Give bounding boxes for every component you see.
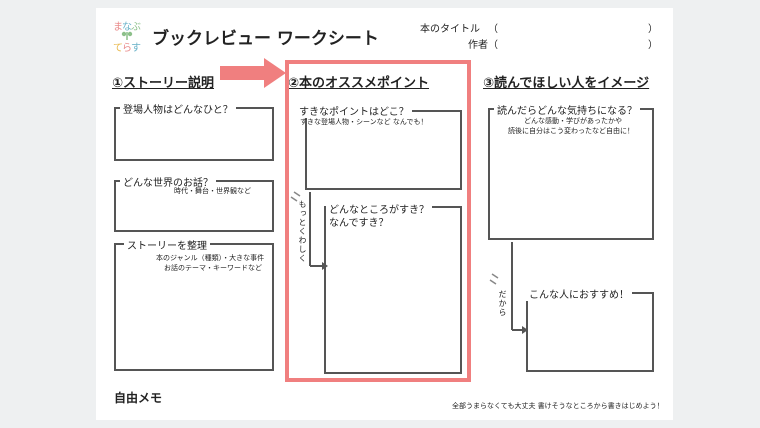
arrow-right-icon xyxy=(220,58,286,88)
story-box[interactable] xyxy=(114,243,274,371)
why-like-box[interactable] xyxy=(324,206,462,374)
page-title: ブックレビュー ワークシート xyxy=(152,29,379,49)
svg-text:な: な xyxy=(122,21,132,33)
section-story-heading: ①ストーリー説明 xyxy=(112,76,215,91)
svg-text:ら: ら xyxy=(122,42,132,54)
free-memo-label: 自由メモ xyxy=(114,391,163,405)
author-close-paren: ） xyxy=(648,40,658,51)
why-like-sublabel: なんですき？ xyxy=(326,214,392,229)
book-title-label: 本のタイトル xyxy=(420,24,480,35)
connector-arrow-more xyxy=(290,191,328,270)
connector-therefore-text: だから xyxy=(498,290,507,317)
highlight-frame xyxy=(285,60,471,382)
recommend-label: こんな人におすすめ！ xyxy=(526,286,632,301)
story-hint-theme: お話のテーマ・キーワードなど xyxy=(164,264,262,272)
free-memo-area[interactable] xyxy=(175,386,435,408)
section-recommend-points-heading: ②本のオススメポイント xyxy=(288,76,430,91)
logo: ま な ぶ て ら す xyxy=(112,18,142,54)
story-hint-genre: 本のジャンル（種類）・大きな事件 xyxy=(156,254,265,262)
footer-note: 全部うまらなくても大丈夫 書けそうなところから書きはじめよう！ xyxy=(452,402,664,410)
connector-arrow-therefore xyxy=(489,242,528,334)
svg-text:て: て xyxy=(113,43,123,54)
world-hint: 時代・舞台・世界観など xyxy=(174,187,251,195)
story-label: ストーリーを整理 xyxy=(124,237,210,252)
favorite-point-label: すきなポイントはどこ？ xyxy=(296,103,412,118)
feelings-label: 読んだらどんな気持ちになる？ xyxy=(494,102,640,117)
characters-box[interactable] xyxy=(114,107,274,161)
author-field[interactable] xyxy=(500,36,645,50)
characters-label: 登場人物はどんなひと？ xyxy=(120,101,236,116)
svg-text:ぶ: ぶ xyxy=(131,21,141,33)
recommend-box[interactable] xyxy=(526,292,654,372)
why-like-label: どんなところがすき？ xyxy=(326,201,432,216)
svg-text:す: す xyxy=(131,42,141,54)
world-label: どんな世界のお話？ xyxy=(120,174,216,189)
logo-mark: ま な ぶ て ら す xyxy=(113,21,141,54)
svg-text:ま: ま xyxy=(113,21,123,33)
author-label: 作者 xyxy=(468,40,488,51)
book-title-field[interactable] xyxy=(500,20,645,34)
book-title-open-paren: （ xyxy=(488,24,498,35)
section-reader-image-heading: ③読んでほしい人をイメージ xyxy=(483,76,650,91)
book-title-close-paren: ） xyxy=(648,24,658,35)
feelings-hint-change: 読後に自分はこう変わったなど自由に！ xyxy=(508,127,634,135)
favorite-point-hint: すきな登場人物・シーンなど なんでも！ xyxy=(300,118,428,126)
author-open-paren: （ xyxy=(488,40,498,51)
connector-more-detail-text: もっとくわしく xyxy=(298,200,307,263)
feelings-hint-impression: どんな感動・学びがあったかや xyxy=(524,117,622,125)
